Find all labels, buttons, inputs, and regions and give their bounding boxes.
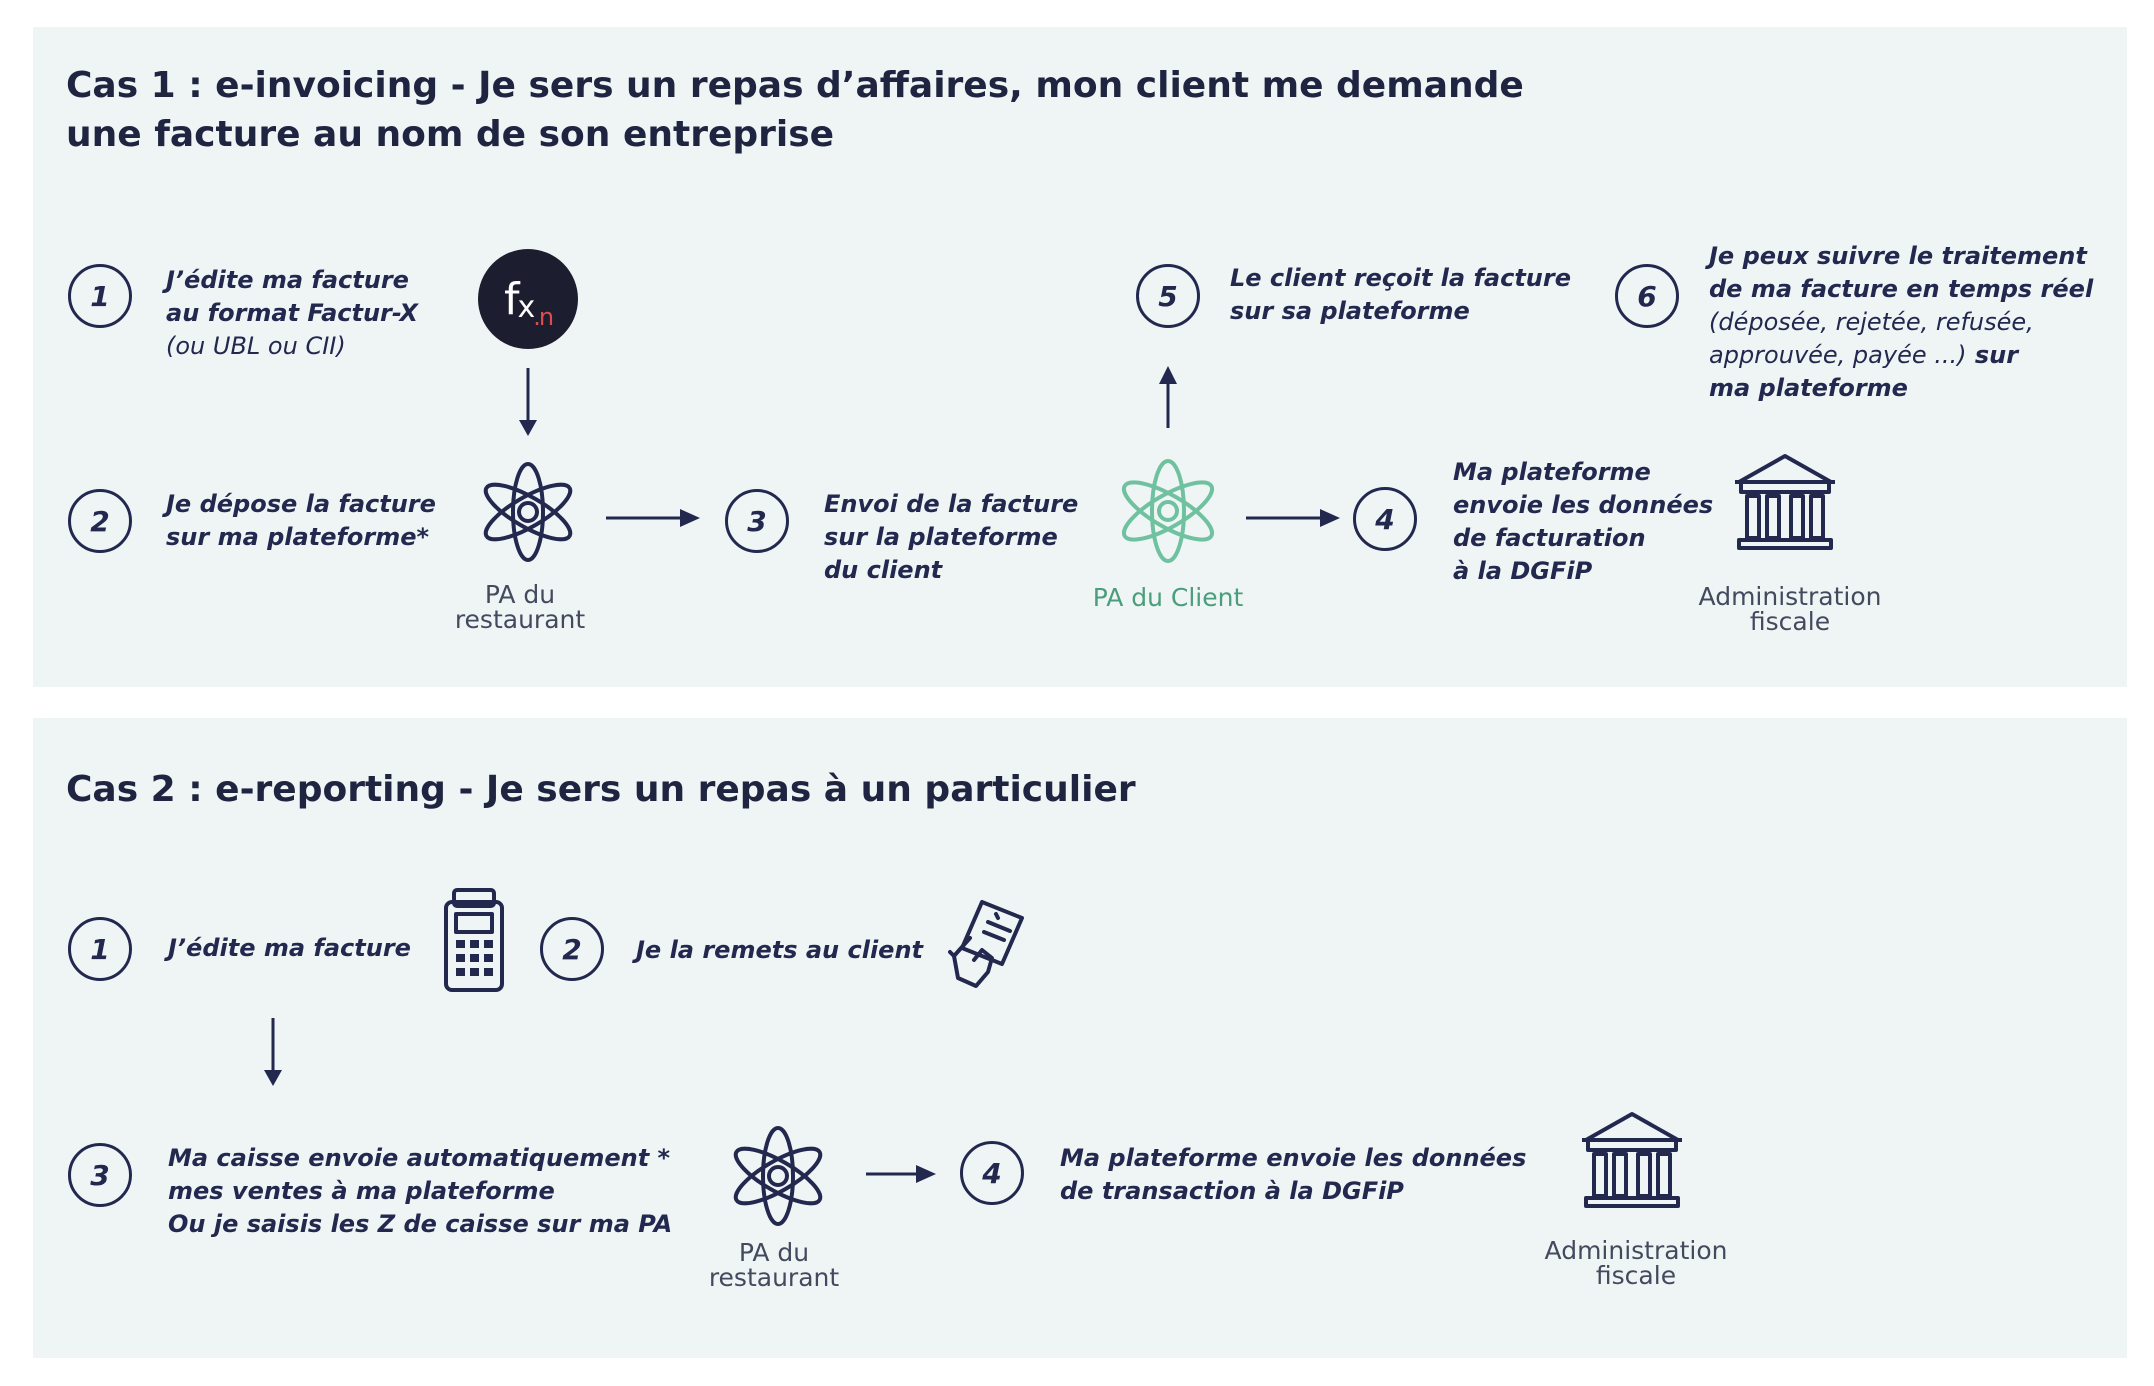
case2-step3-text: Ma caisse envoie automatiquement * mes v…: [168, 1144, 673, 1238]
case2-panel: [33, 718, 2127, 1358]
case2-step4-text: Ma plateforme envoie les données de tran…: [1060, 1144, 1527, 1205]
arrow-up-icon: [1159, 366, 1177, 428]
arrow-right-icon: [606, 509, 700, 527]
case2-title: Cas 2 : e-reporting - Je sers un repas à…: [66, 769, 1136, 810]
case1-step5-number: 5: [1136, 264, 1200, 328]
case1-pa-client-label: PA du Client: [1092, 583, 1244, 612]
case1-step6-number: 6: [1615, 264, 1679, 328]
atom-icon: [483, 462, 573, 562]
case1-step5-text: Le client reçoit la facture sur sa plate…: [1230, 264, 1571, 325]
case1-step3-number: 3: [725, 489, 789, 553]
case2-step3-number: 3: [68, 1143, 132, 1207]
case1-step2-text: Je dépose la facture sur ma plateforme*: [166, 490, 436, 551]
arrow-right-icon-2: [1246, 509, 1340, 527]
case1-step3-text: Envoi de la facture sur la plateforme du…: [824, 490, 1079, 584]
case2-step2-text: Je la remets au client: [636, 936, 924, 964]
case1-title-line2: une facture au nom de son entreprise: [66, 114, 835, 155]
atom-icon-green: [1121, 459, 1215, 563]
bank-building-icon: [1735, 454, 1835, 550]
hand-receipt-icon: [948, 900, 1024, 988]
case2-step4-number: 4: [960, 1141, 1024, 1205]
case1-step4-number: 4: [1353, 487, 1417, 551]
arrow-right-icon-3: [866, 1165, 936, 1183]
case1-panel: [33, 27, 2127, 687]
case1-step1-text: J’édite ma facture au format Factur-X (o…: [166, 266, 418, 360]
bank-building-icon-2: [1582, 1112, 1682, 1208]
arrow-down-icon: [519, 368, 537, 436]
payment-terminal-icon: [444, 888, 504, 992]
case1-step4-text: Ma plateforme envoie les données de fact…: [1453, 458, 1714, 585]
case2-step2-number: 2: [540, 917, 604, 981]
case1-title-line1: Cas 1 : e-invoicing - Je sers un repas d…: [66, 65, 1524, 106]
case2-step1-number: 1: [68, 917, 132, 981]
case1-step6-text: Je peux suivre le traitement de ma factu…: [1709, 242, 2094, 402]
case2-step1-text: J’édite ma facture: [168, 934, 411, 962]
atom-icon-2: [733, 1126, 823, 1226]
case1-step2-number: 2: [68, 489, 132, 553]
arrow-down-icon-2: [264, 1018, 282, 1086]
case1-step1-number: 1: [68, 264, 132, 328]
